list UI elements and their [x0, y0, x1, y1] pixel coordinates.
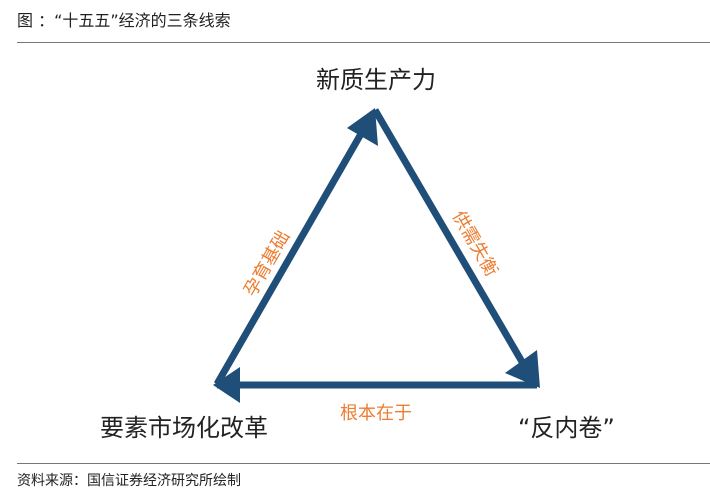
arrowhead-up-icon: [347, 108, 378, 146]
footer-divider: [17, 463, 710, 464]
figure-title: 图 ：“十五五”经济的三条线索: [17, 11, 231, 30]
edge-left-line: [213, 111, 377, 386]
edge-right-line: [371, 108, 539, 386]
header-divider: [17, 42, 710, 43]
node-anti-involution: “反内卷”: [518, 414, 615, 442]
edge-label-bottom: 根本在于: [340, 403, 412, 424]
node-new-productivity: 新质生产力: [316, 66, 436, 94]
source-note: 资料来源：国信证券经济研究所绘制: [17, 473, 241, 489]
node-factor-market-reform: 要素市场化改革: [100, 414, 268, 442]
arrowhead-left-icon: [213, 367, 240, 403]
arrowhead-down-icon: [505, 350, 540, 388]
